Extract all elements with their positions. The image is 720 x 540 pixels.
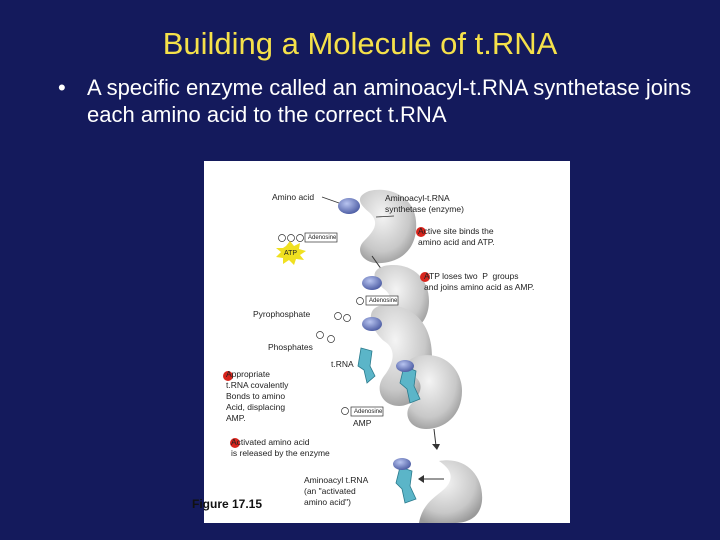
step-marker-4 (230, 438, 240, 448)
amp-label: AMP (353, 418, 372, 428)
step4-text: Activated amino acid is released by the … (231, 437, 330, 458)
enzyme-shape-1 (359, 189, 417, 264)
atp-starburst (276, 241, 306, 265)
figure-caption: Figure 17.15 (192, 497, 263, 511)
trna-label: t.RNA (331, 359, 354, 369)
aminoacyl-trna-label: Aminoacyl t.RNA (an "activated amino aci… (304, 475, 369, 507)
step1-text: Active site binds the amino acid and ATP… (418, 226, 495, 247)
amino-acid-1 (338, 198, 360, 214)
bullet-text: A specific enzyme called an aminoacyl-t.… (87, 75, 692, 127)
trna-molecule-1 (357, 347, 376, 384)
step3-text: Appropriate t.RNA covalently Bonds to am… (226, 369, 289, 423)
amp-chain-attached (356, 295, 399, 306)
aminoacyl-trna-released (393, 458, 417, 504)
trna-molecule-2 (399, 365, 421, 404)
amp-chain-released (341, 406, 384, 417)
enzyme-label: Aminoacyl-t.RNA synthetase (enzyme) (385, 193, 464, 214)
enzyme-shape-5 (419, 460, 483, 523)
trna-figure: Amino acid Aminoacyl-t.RNA synthetase (e… (204, 161, 570, 523)
step2-text: ATP loses two P groups and joins amino a… (424, 271, 535, 292)
adenosine-label-2: Adenosine (369, 298, 398, 304)
bullet-marker: • (58, 75, 66, 100)
step-marker-1 (416, 227, 426, 237)
enzyme-shape-4 (407, 355, 462, 429)
adenosine-label-1: Adenosine (308, 235, 337, 241)
slide-title: Building a Molecule of t.RNA (162, 26, 558, 61)
enzyme-shape-3 (370, 305, 432, 406)
pyrophosphate-label: Pyrophosphate (253, 309, 311, 319)
figure-drawing (276, 189, 483, 523)
atp-chain-1 (276, 232, 338, 265)
amino-acid-label: Amino acid (272, 192, 315, 202)
phosphates-label: Phosphates (268, 342, 313, 352)
atp-label: ATP (284, 250, 298, 257)
step-marker-3 (223, 371, 233, 381)
step-marker-2 (420, 272, 430, 282)
adenosine-label-3: Adenosine (354, 409, 383, 415)
